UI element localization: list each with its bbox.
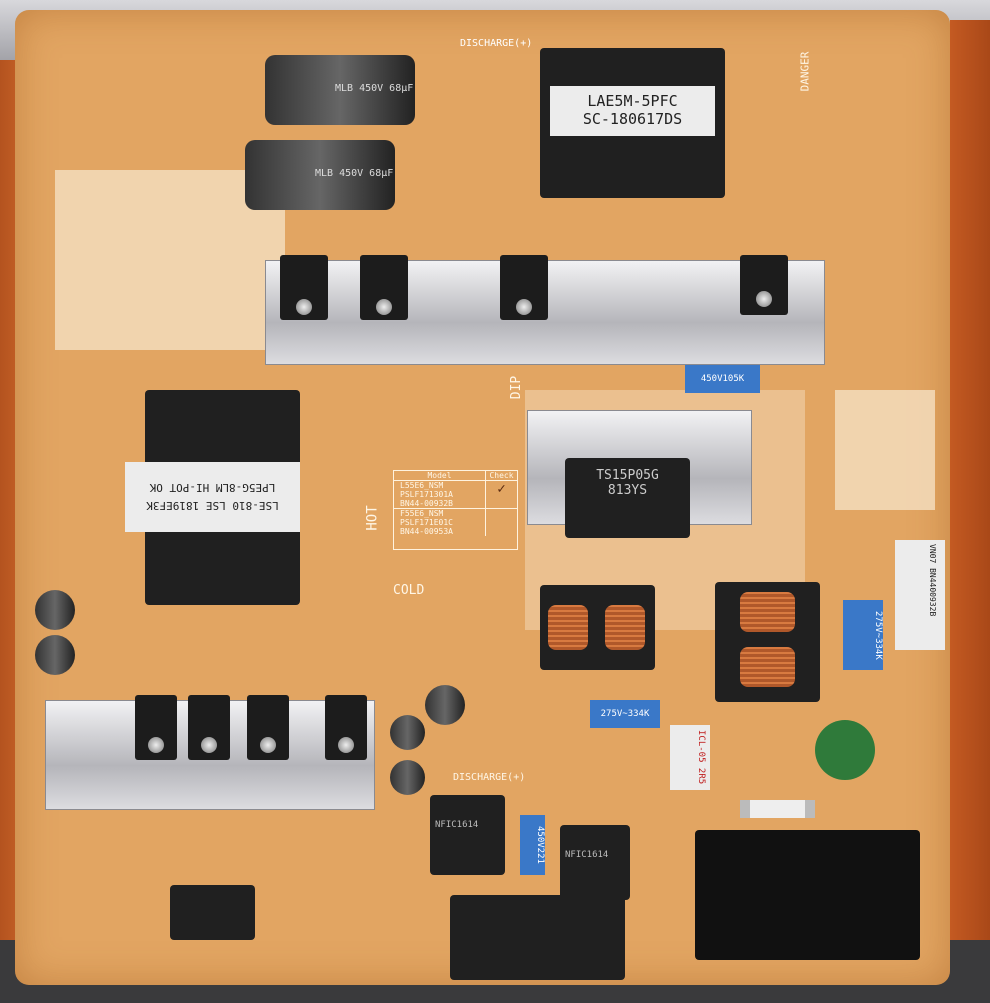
mosfet <box>740 255 788 315</box>
common-mode-choke <box>540 585 655 670</box>
check-mark: ✓ <box>485 481 517 508</box>
output-inductor: NFIC1614 <box>560 825 630 900</box>
film-capacitor: 450V105K <box>685 365 760 393</box>
common-mode-choke <box>715 582 820 702</box>
main-output-connector <box>450 895 625 980</box>
model-code: PSLF171301A <box>400 490 453 499</box>
silkscreen-zone <box>835 390 935 510</box>
transformer-line1: LSE-810 LSE 1819EF3K <box>146 499 279 512</box>
model-header: Model <box>427 471 452 480</box>
electrolytic-capacitor <box>390 760 425 795</box>
mosfet <box>135 695 177 760</box>
model-table: Model Check L55E6_NSM PSLF171301A BN44-0… <box>393 470 518 550</box>
capacitor-label: MLB 450V 68µF <box>335 83 414 94</box>
fuse <box>740 800 815 818</box>
table-row: L55E6_NSM PSLF171301A BN44-00932B ✓ <box>394 481 517 509</box>
table-row: F55E6_NSM PSLF171E01C BN44-00953A <box>394 509 517 536</box>
model-bn: BN44-00953A <box>400 527 453 536</box>
main-transformer: LSE-810 LSE 1819EF3K LPE5G-8LM HI-POT OK <box>125 390 300 605</box>
bridge-rectifier: TS15P05G 813YS <box>565 458 690 538</box>
bridge-part-number: TS15P05G <box>596 468 659 483</box>
output-inductor: NFIC1614 <box>430 795 505 875</box>
film-capacitor: 275V~334K <box>843 600 883 670</box>
electrolytic-capacitor <box>35 635 75 675</box>
sticker-line1: VN07 <box>928 544 937 564</box>
varistor <box>815 720 875 780</box>
serial-sticker: VN07 BN4400932B <box>895 540 945 650</box>
thermistor-sleeve: ICL-05 2R5 <box>670 725 710 790</box>
film-capacitor: 275V~334K <box>590 700 660 728</box>
bridge-date-code: 813YS <box>607 483 648 498</box>
cold-label: COLD <box>393 583 425 598</box>
capacitor-label: MLB 450V 68µF <box>315 168 394 179</box>
model-name: L55E6_NSM <box>400 481 444 490</box>
pfc-inductor-line1: LAE5M-5PFC <box>587 92 678 110</box>
mosfet <box>325 695 367 760</box>
mosfet <box>188 695 230 760</box>
output-connector <box>170 885 255 940</box>
pfc-inductor: LAE5M-5PFC SC-180617DS <box>540 48 725 198</box>
transformer-line2: LPE5G-8LM HI-POT OK <box>149 481 276 494</box>
hot-label: HOT <box>364 505 381 531</box>
dip-label: DIP <box>509 375 525 400</box>
pfc-inductor-line2: SC-180617DS <box>582 110 683 128</box>
electrolytic-capacitor <box>425 685 465 725</box>
mosfet <box>247 695 289 760</box>
electrolytic-capacitor <box>35 590 75 630</box>
sticker-line2: BN4400932B <box>928 568 937 617</box>
ac-inlet-socket[interactable] <box>695 830 920 960</box>
transformer-label: LSE-810 LSE 1819EF3K LPE5G-8LM HI-POT OK <box>125 462 300 532</box>
discharge-label: DISCHARGE(+) <box>453 772 526 783</box>
mosfet <box>280 255 328 320</box>
mosfet <box>360 255 408 320</box>
power-supply-board: MLB 450V 68µF MLB 450V 68µF DISCHARGE(+)… <box>15 10 950 985</box>
model-bn: BN44-00932B <box>400 499 453 508</box>
electrolytic-capacitor <box>390 715 425 750</box>
check-header: Check <box>485 471 517 480</box>
danger-label: DANGER <box>798 51 812 92</box>
bulk-capacitor: MLB 450V 68µF <box>265 55 415 125</box>
model-name: F55E6_NSM <box>400 509 444 518</box>
wood-surface-right <box>950 20 990 940</box>
pfc-inductor-label: LAE5M-5PFC SC-180617DS <box>550 86 715 136</box>
mosfet <box>500 255 548 320</box>
model-code: PSLF171E01C <box>400 518 453 527</box>
check-mark <box>485 509 517 536</box>
bulk-capacitor: MLB 450V 68µF <box>245 140 395 210</box>
film-capacitor: 450V221 <box>520 815 545 875</box>
discharge-label: DISCHARGE(+) <box>460 38 533 49</box>
